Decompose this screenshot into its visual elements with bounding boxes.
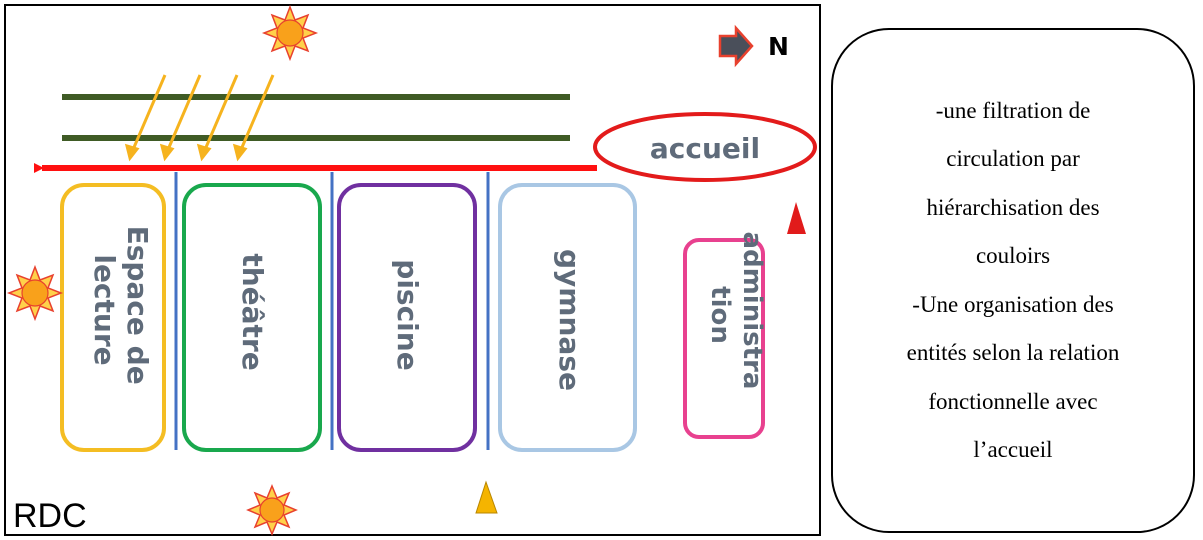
note-line: couloirs <box>975 243 1051 268</box>
note-line: fonctionnelle avec <box>928 388 1098 414</box>
space-label-gymnase: gymnase <box>553 249 586 391</box>
entrance-marker-icon <box>475 480 498 514</box>
sun-ray-head <box>124 143 140 162</box>
note-line: l’accueil <box>973 437 1053 462</box>
space-label-line: gymnase <box>553 249 586 391</box>
space-label-lecture: Espace de lecture <box>88 226 154 395</box>
space-label-line: Espace de <box>121 226 154 385</box>
sun-ray-head <box>196 143 212 162</box>
entrance-marker-icon <box>787 202 806 234</box>
space-box-theatre <box>182 183 322 452</box>
note-line: circulation par <box>946 146 1080 171</box>
sun-icon <box>6 264 64 322</box>
space-label-line: lecture <box>88 254 121 365</box>
accueil-ellipse <box>593 112 817 182</box>
space-label-piscine: piscine <box>391 259 424 370</box>
note-line: -une filtration de <box>935 97 1091 123</box>
sun-ray <box>202 74 239 153</box>
note-line: entités selon la relation <box>906 340 1120 365</box>
space-box-piscine <box>337 183 477 452</box>
north-label: N <box>768 32 789 61</box>
space-label-line: théâtre <box>236 253 269 370</box>
sun-icon <box>246 484 298 536</box>
sun-ray-head <box>159 143 175 162</box>
note-box: -une filtration de circulation par hiéra… <box>831 28 1195 533</box>
sun-ray <box>130 74 167 153</box>
sun-ray-head <box>232 143 248 162</box>
sun-ray <box>165 74 202 153</box>
note-line: hiérarchisation des <box>926 194 1100 220</box>
sun-rays <box>124 74 275 162</box>
sun-ray <box>238 74 275 153</box>
space-label-line: piscine <box>391 259 424 370</box>
space-box-gymnase <box>498 183 637 452</box>
space-label-theatre: théâtre <box>236 253 269 370</box>
space-label-line: tion <box>705 286 735 344</box>
space-box-administration <box>683 238 765 439</box>
accueil-label: accueil <box>650 132 760 165</box>
north-arrow-icon <box>718 24 754 68</box>
sun-icon <box>261 4 319 62</box>
floor-label: RDC <box>13 497 87 535</box>
space-box-lecture <box>60 183 166 452</box>
space-label-line: administra <box>737 232 767 390</box>
space-label-administration: administra tion <box>705 232 767 399</box>
note-line: -Une organisation des <box>912 291 1114 317</box>
